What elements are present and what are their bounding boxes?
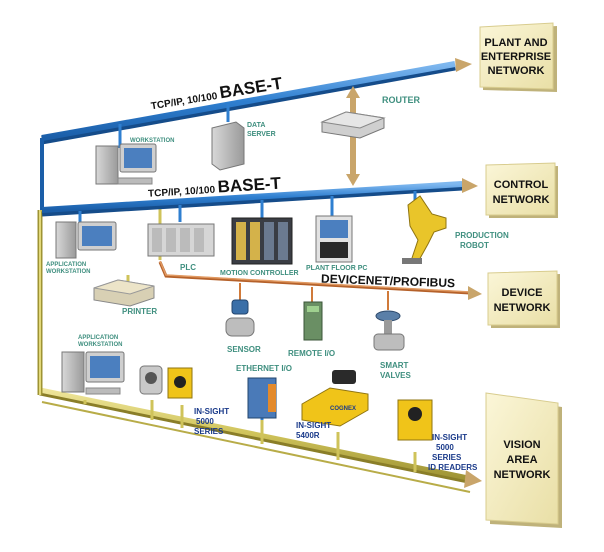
- vision-network-label-2: AREA: [506, 454, 537, 466]
- app-ws-bottom-label-2: WORKSTATION: [78, 342, 122, 348]
- camera-icon: [301, 387, 369, 427]
- application-workstation-bottom: APPLICATION WORKSTATION: [61, 335, 125, 395]
- devicenet-bus: [158, 260, 482, 310]
- app-ws-bottom-label-1: APPLICATION: [78, 335, 118, 341]
- insight5000-label-1: IN-SIGHT: [194, 407, 229, 416]
- tower-icon: [61, 351, 85, 393]
- insight-id-label-4: ID READERS: [428, 463, 478, 472]
- sensor-icon: [231, 299, 249, 315]
- vision-area-bus: [37, 205, 482, 493]
- insight5400-label-1: IN-SIGHT: [296, 421, 331, 430]
- remote-io-label: REMOTE I/O: [288, 349, 335, 358]
- robot-arm-icon: [407, 195, 447, 263]
- ethernet-io-label: ETHERNET I/O: [236, 364, 292, 373]
- motion-controller-device: MOTION CONTROLLER: [220, 217, 299, 277]
- robot-label-2: ROBOT: [460, 241, 489, 250]
- mid-bus-prefix: TCP/IP, 10/100: [148, 185, 216, 200]
- tower-icon: [95, 145, 119, 185]
- robot-label-1: PRODUCTION: [455, 231, 509, 240]
- insight-5000-cameras: IN-SIGHT 5000 SERIES: [139, 365, 229, 436]
- cognex-logo-text: COGNEX: [330, 406, 356, 412]
- plant-network-label-3: NETWORK: [488, 65, 545, 77]
- control-network-label-1: CONTROL: [494, 179, 549, 191]
- vision-arrow-head: [464, 470, 482, 488]
- insight5000-label-2: 5000: [196, 417, 214, 426]
- remote-io-device: REMOTE I/O: [288, 301, 335, 358]
- vision-network-label-1: VISION: [503, 439, 540, 451]
- data-server-label-1: DATA: [247, 122, 265, 129]
- plant-arrow-head: [455, 58, 472, 72]
- ethernet-io-device: ETHERNET I/O: [236, 364, 292, 419]
- insight5000-label-3: SERIES: [194, 427, 224, 436]
- plc-device: PLC: [147, 223, 215, 272]
- insight-id-reader-device: IN-SIGHT 5000 SERIES ID READERS: [397, 399, 478, 472]
- app-ws-top-label-1: APPLICATION: [46, 262, 86, 268]
- tower-icon: [55, 221, 77, 259]
- plant-floor-pc-label: PLANT FLOOR PC: [306, 265, 367, 272]
- plant-network-label-1: PLANT AND: [484, 37, 547, 49]
- motion-controller-label: MOTION CONTROLLER: [220, 270, 299, 277]
- insight-id-label-1: IN-SIGHT: [432, 433, 467, 442]
- sensor-device: SENSOR: [225, 299, 261, 354]
- control-network-label-2: NETWORK: [493, 194, 550, 206]
- router-label: ROUTER: [382, 95, 421, 105]
- data-server-device: DATA SERVER: [211, 121, 276, 171]
- workstation-label: WORKSTATION: [130, 138, 174, 144]
- monitor-icon: [82, 226, 112, 246]
- app-ws-top-label-2: WORKSTATION: [46, 269, 90, 275]
- plant-network-label-2: ENTERPRISE: [481, 51, 551, 63]
- control-arrow-head: [462, 178, 478, 193]
- insight-5400r-device: COGNEX IN-SIGHT 5400R: [296, 370, 369, 440]
- insight-id-label-3: SERIES: [432, 453, 462, 462]
- device-network-label-2: NETWORK: [494, 302, 551, 314]
- data-server-label-2: SERVER: [247, 131, 276, 138]
- device-network-label-1: DEVICE: [502, 287, 543, 299]
- device-arrow-head: [468, 286, 482, 300]
- smart-valves-label-1: SMART: [380, 361, 409, 370]
- insight5400-label-2: 5400R: [296, 431, 320, 440]
- svg-text:TCP/IP, 10/100 BASE-T: TCP/IP, 10/100 BASE-T: [147, 174, 282, 201]
- plant-network-box: PLANT AND ENTERPRISE NETWORK: [479, 22, 557, 92]
- valve-icon: [375, 310, 401, 322]
- device-network-box: DEVICE NETWORK: [487, 270, 560, 328]
- sensor-label: SENSOR: [227, 345, 261, 354]
- monitor-icon: [124, 148, 152, 168]
- server-icon: [211, 121, 245, 171]
- smart-valves-label-2: VALVES: [380, 371, 411, 380]
- router-device: ROUTER: [320, 95, 421, 139]
- smart-valves-device: SMART VALVES: [373, 310, 411, 380]
- plant-floor-pc-device: PLANT FLOOR PC: [306, 215, 367, 272]
- plant-ethernet-bus: [40, 58, 472, 210]
- plc-label: PLC: [180, 263, 196, 272]
- production-robot-device: PRODUCTION ROBOT: [402, 195, 509, 264]
- printer-label: PRINTER: [122, 307, 157, 316]
- insight-id-label-2: 5000: [436, 443, 454, 452]
- mid-bus-label: TCP/IP, 10/100 BASE-T: [147, 174, 282, 201]
- vision-network-label-3: NETWORK: [494, 469, 551, 481]
- devicenet-label: DEVICENET/PROFIBUS: [321, 272, 455, 291]
- control-network-box: CONTROL NETWORK: [485, 162, 558, 218]
- workstation-device: WORKSTATION: [95, 138, 174, 185]
- mid-bus-suffix: BASE-T: [217, 174, 282, 197]
- vision-network-box: VISION AREA NETWORK: [485, 392, 562, 528]
- monitor-icon: [90, 356, 120, 378]
- printer-device: PRINTER: [93, 279, 157, 316]
- application-workstation-top: APPLICATION WORKSTATION: [46, 221, 117, 275]
